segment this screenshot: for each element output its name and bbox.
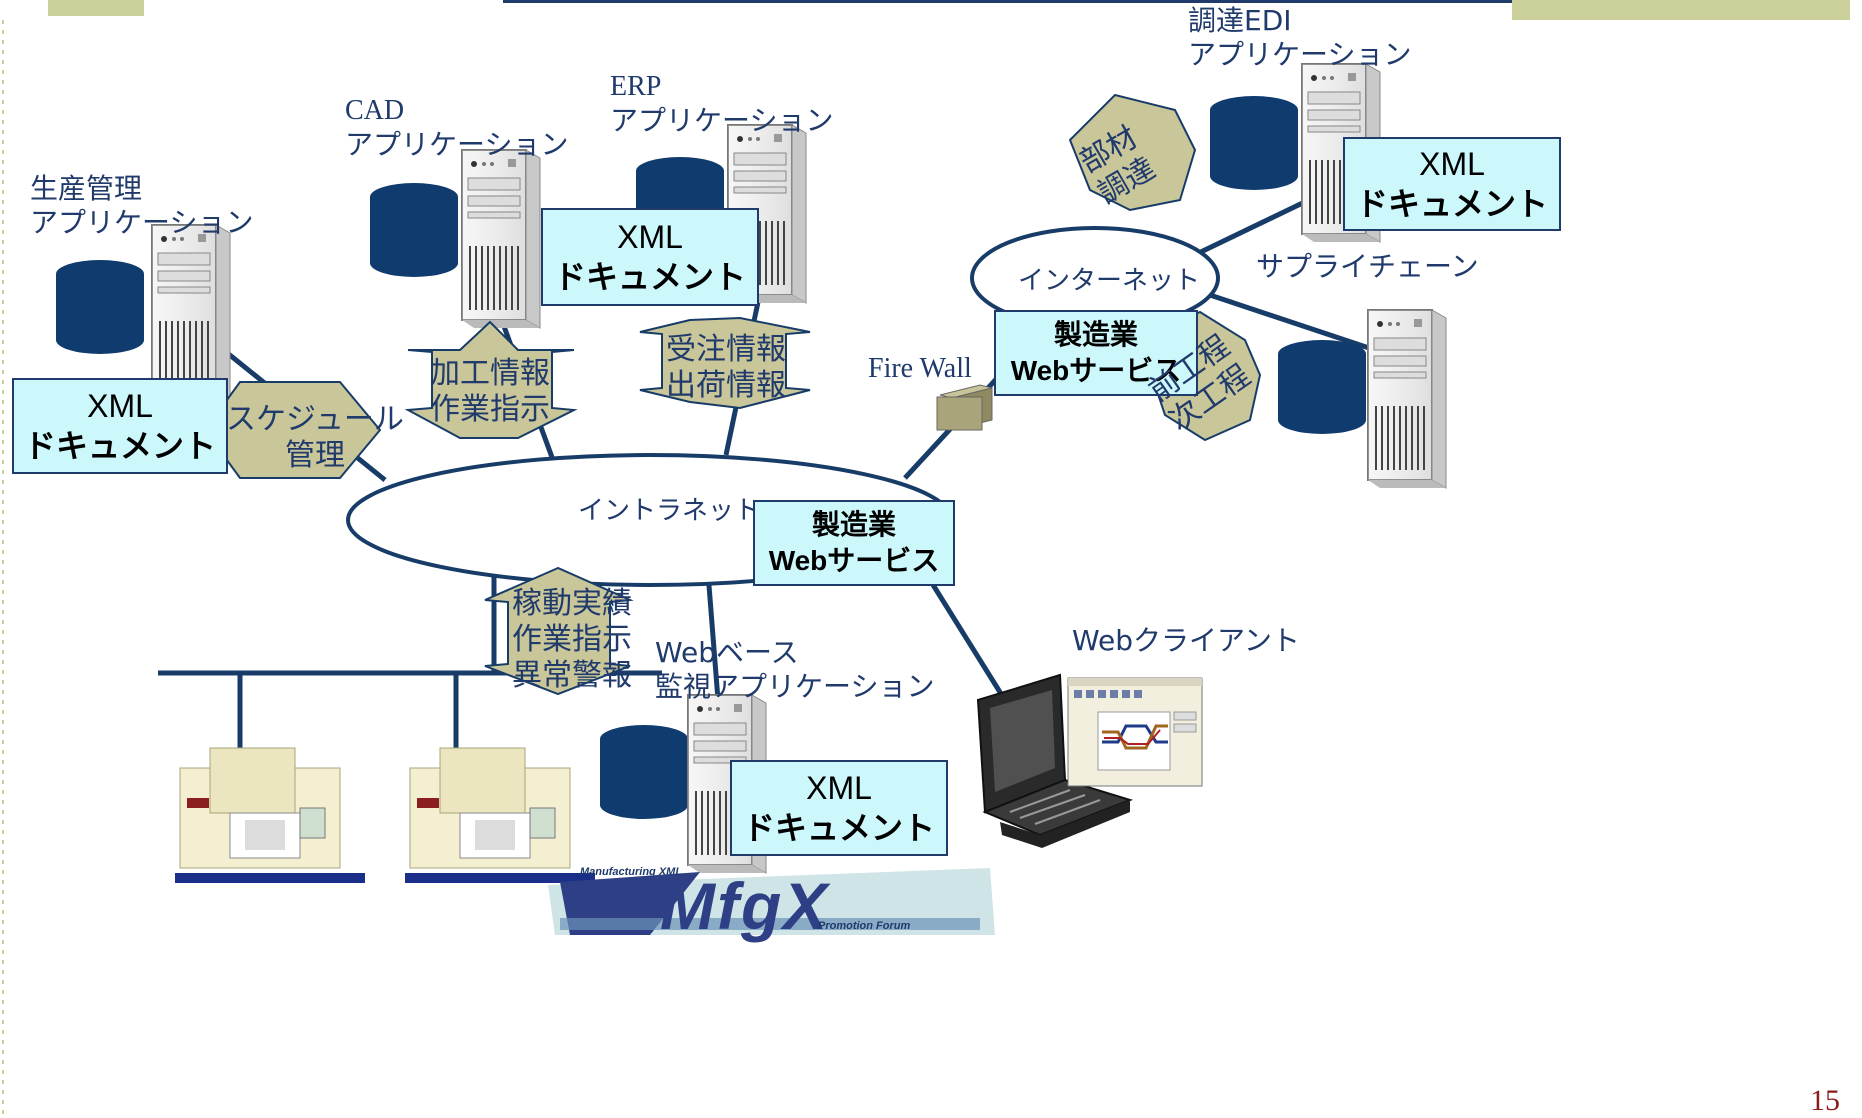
- web-monitor-label: Webベース監視アプリケーション: [655, 636, 935, 703]
- flow-arrow-schedule: [203, 381, 382, 479]
- database-icon: [600, 725, 688, 819]
- logo-bottom-text: Promotion Forum: [818, 920, 911, 932]
- flow-kadou-text: 稼動実績作業指示異常警報: [512, 586, 632, 693]
- flow-kakou-text: 加工情報作業指示: [430, 356, 550, 427]
- mfgx-logo: [548, 868, 995, 935]
- firewall-icon: [936, 384, 993, 431]
- page-number: 15: [1810, 1084, 1840, 1117]
- internet-label: インターネット: [1018, 266, 1201, 296]
- node-seisan-label: 生産管理アプリケーション: [30, 172, 254, 239]
- flow-arrow-kadou: [484, 566, 634, 696]
- machine-tool-icon: [404, 747, 596, 884]
- intranet-label: イントラネット: [578, 496, 761, 526]
- flow-schedule-text: スケジュール管理: [226, 402, 404, 473]
- laptop-icon: [976, 673, 1134, 848]
- fire-wall-label: Fire Wall: [868, 353, 972, 384]
- database-icon: [370, 183, 458, 277]
- supply-chain-label: サプライチェーン: [1256, 250, 1479, 283]
- flow-arrow-juchu: [639, 316, 811, 410]
- web-client-label: Webクライアント: [1072, 624, 1300, 657]
- server-icon: [461, 149, 541, 329]
- corner-tab-left: [48, 0, 144, 16]
- logo-top-text: Manufacturing XML: [580, 866, 683, 878]
- flow-arrow-kakou: [404, 320, 578, 439]
- database-icon: [1278, 340, 1366, 434]
- logo-main-text: MfgX: [660, 869, 830, 943]
- flow-arrow-buzai: [1068, 93, 1197, 212]
- machine-tool-icon: [174, 747, 366, 884]
- server-icon: [1367, 309, 1447, 489]
- web-client-window: [1067, 677, 1203, 787]
- database-icon: [56, 260, 144, 354]
- flow-juchu-text: 受注情報出荷情報: [666, 332, 786, 403]
- server-icon: [151, 224, 231, 404]
- database-icon: [1210, 96, 1298, 190]
- corner-tab-right: [1512, 0, 1850, 20]
